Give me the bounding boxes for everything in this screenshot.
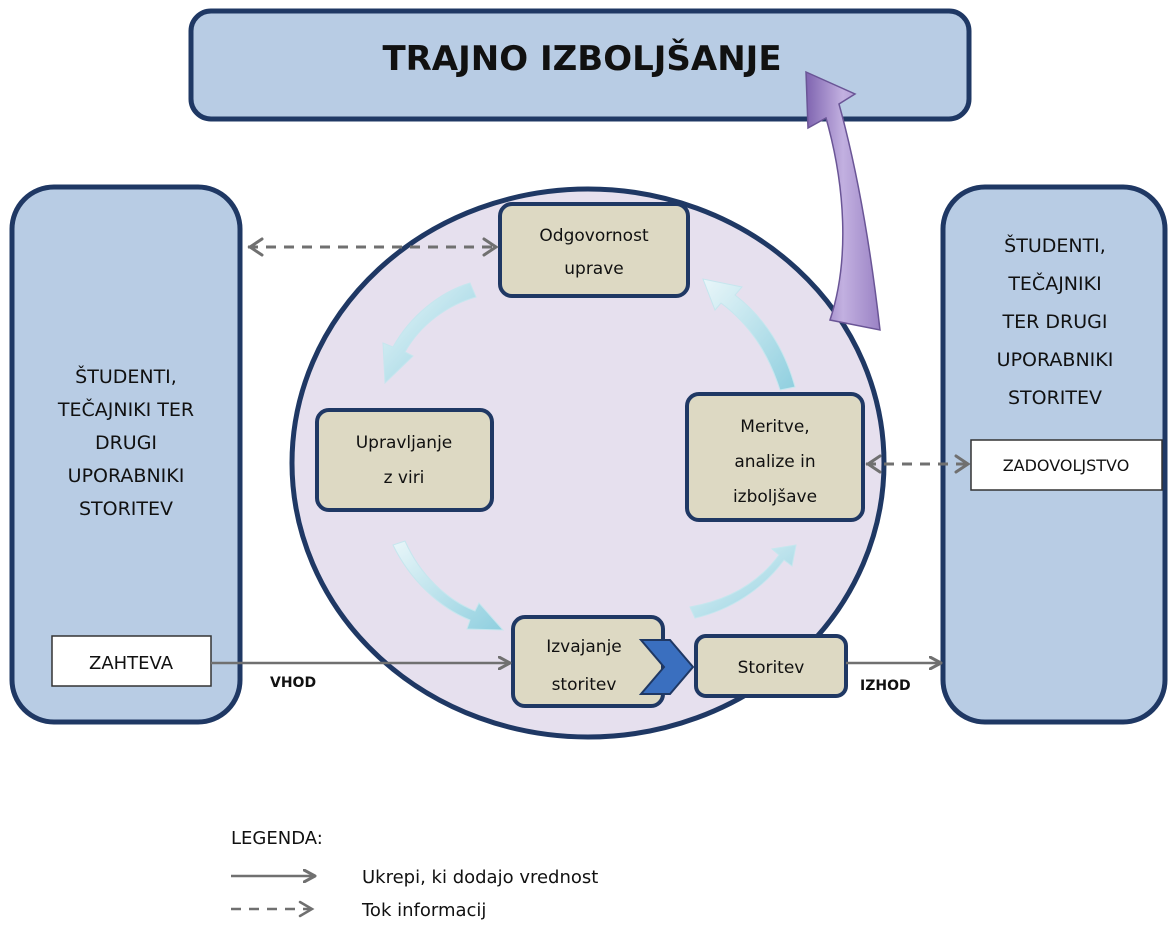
realization-box: Izvajanje storitev	[511, 615, 665, 708]
measurement-line-1: Meritve,	[740, 417, 809, 437]
request-label: ZAHTEVA	[89, 653, 174, 674]
chevron-icon	[638, 639, 695, 695]
resources-box: Upravljanje z viri	[315, 408, 494, 512]
legend: LEGENDA: Ukrepi, ki dodajo vrednost Tok …	[231, 828, 598, 921]
left-panel-line-1: ŠTUDENTI,	[75, 364, 177, 388]
legend-dashed-label: Tok informacij	[361, 900, 486, 921]
info-flow-right	[865, 454, 971, 474]
management-line-1: Odgovornost	[539, 226, 649, 246]
left-panel-line-2: TEČAJNIKI TER	[57, 397, 194, 421]
resources-line-1: Upravljanje	[356, 433, 453, 453]
left-panel-line-4: UPORABNIKI	[68, 465, 185, 487]
measurement-line-2: analize in	[734, 452, 815, 472]
service-box: Storitev	[694, 634, 848, 698]
service-label: Storitev	[738, 658, 805, 678]
legend-solid-label: Ukrepi, ki dodajo vrednost	[362, 867, 598, 888]
measurement-line-3: izboljšave	[733, 487, 817, 507]
cycle-arrow-top-right	[702, 278, 796, 391]
management-line-2: uprave	[564, 259, 624, 279]
right-panel-line-1: ŠTUDENTI,	[1004, 233, 1106, 257]
cycle-arrow-bottom-right	[689, 544, 797, 619]
diagram-title: TRAJNO IZBOLJŠANJE	[382, 38, 781, 79]
satisfaction-label: ZADOVOLJSTVO	[1003, 456, 1130, 475]
info-flow-top	[247, 237, 499, 257]
right-panel-line-4: UPORABNIKI	[997, 349, 1114, 371]
output-label: IZHOD	[860, 678, 911, 694]
resources-line-2: z viri	[384, 468, 425, 488]
improvement-arrow	[805, 70, 881, 331]
left-panel-line-3: DRUGI	[95, 432, 157, 454]
realization-line-1: Izvajanje	[546, 637, 622, 657]
cycle-arrows	[382, 278, 797, 631]
right-panel-line-5: STORITEV	[1008, 387, 1102, 409]
cycle-arrow-top-left	[382, 282, 477, 385]
input-label: VHOD	[270, 675, 316, 691]
measurement-box: Meritve, analize in izboljšave	[685, 392, 865, 522]
left-users-panel: ŠTUDENTI, TEČAJNIKI TER DRUGI UPORABNIKI…	[9, 184, 243, 725]
cycle-arrow-bottom-left	[392, 540, 505, 631]
left-panel-line-5: STORITEV	[79, 498, 173, 520]
legend-title: LEGENDA:	[231, 828, 323, 849]
management-box: Odgovornost uprave	[498, 202, 690, 298]
realization-line-2: storitev	[552, 675, 617, 695]
right-users-panel: ŠTUDENTI, TEČAJNIKI TER DRUGI UPORABNIKI…	[940, 184, 1168, 725]
right-panel-line-3: TER DRUGI	[1002, 311, 1108, 333]
right-panel-line-2: TEČAJNIKI	[1007, 271, 1101, 295]
title-banner: TRAJNO IZBOLJŠANJE	[188, 8, 972, 122]
